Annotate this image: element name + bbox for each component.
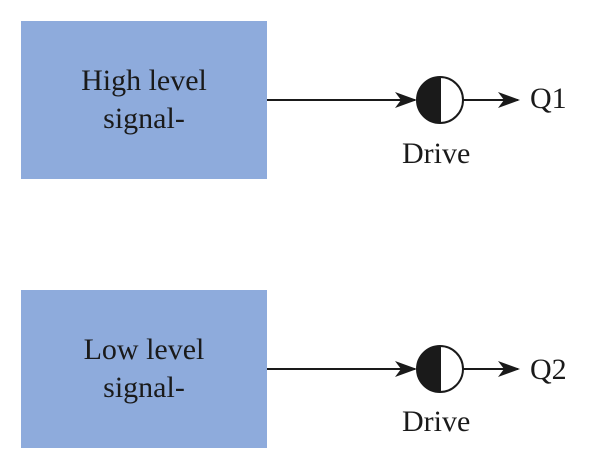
high-level-signal-box: High level signal- xyxy=(21,21,267,179)
drive-label-row1: Drive xyxy=(402,137,471,170)
drive-label-row2: Drive xyxy=(402,405,471,438)
low-level-signal-box: Low level signal- xyxy=(21,290,267,448)
drive-icon xyxy=(416,76,464,124)
drive-icon xyxy=(416,345,464,393)
high-level-signal-line2: signal- xyxy=(103,102,185,135)
output-label-q1: Q1 xyxy=(530,82,567,115)
low-level-signal-line2: signal- xyxy=(103,371,185,404)
low-level-signal-line1: Low level xyxy=(83,333,205,366)
high-level-signal-line1: High level xyxy=(81,64,207,97)
output-label-q2: Q2 xyxy=(530,353,567,386)
